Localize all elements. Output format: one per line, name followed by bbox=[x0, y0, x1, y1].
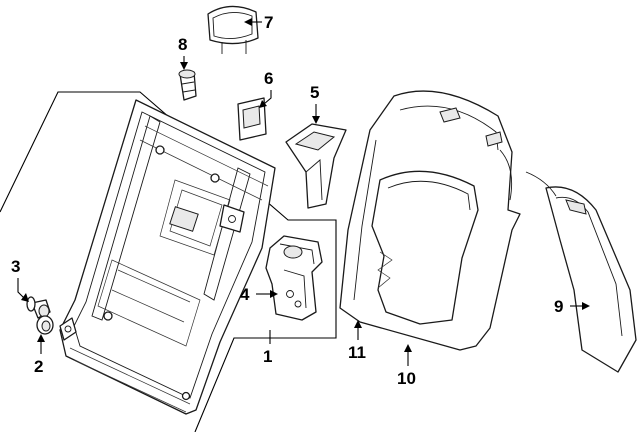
callouts: 1 2 3 4 5 6 7 8 9 10 11 bbox=[11, 13, 563, 388]
callout-5: 5 bbox=[310, 83, 319, 102]
callout-7: 7 bbox=[264, 13, 273, 32]
headrest-guide-bezel bbox=[285, 123, 347, 209]
leader-lines bbox=[17, 18, 590, 366]
seat-back-frame bbox=[59, 99, 276, 415]
side-bolster-trim bbox=[525, 171, 637, 373]
nut bbox=[36, 315, 54, 335]
bushing bbox=[26, 296, 51, 319]
headrest bbox=[207, 5, 259, 54]
callout-6: 6 bbox=[264, 69, 273, 88]
callout-10: 10 bbox=[397, 369, 416, 388]
callout-3: 3 bbox=[11, 257, 20, 276]
callout-9: 9 bbox=[554, 297, 563, 316]
callout-8: 8 bbox=[178, 35, 187, 54]
headrest-guide bbox=[237, 97, 267, 141]
callout-4: 4 bbox=[240, 285, 250, 304]
seat-back-cover bbox=[371, 170, 479, 325]
callout-11: 11 bbox=[348, 343, 366, 362]
callout-1: 1 bbox=[263, 347, 272, 366]
frame-group-outline bbox=[0, 91, 337, 432]
clip bbox=[178, 69, 197, 101]
callout-2: 2 bbox=[34, 357, 43, 376]
latch-assembly bbox=[265, 235, 323, 321]
